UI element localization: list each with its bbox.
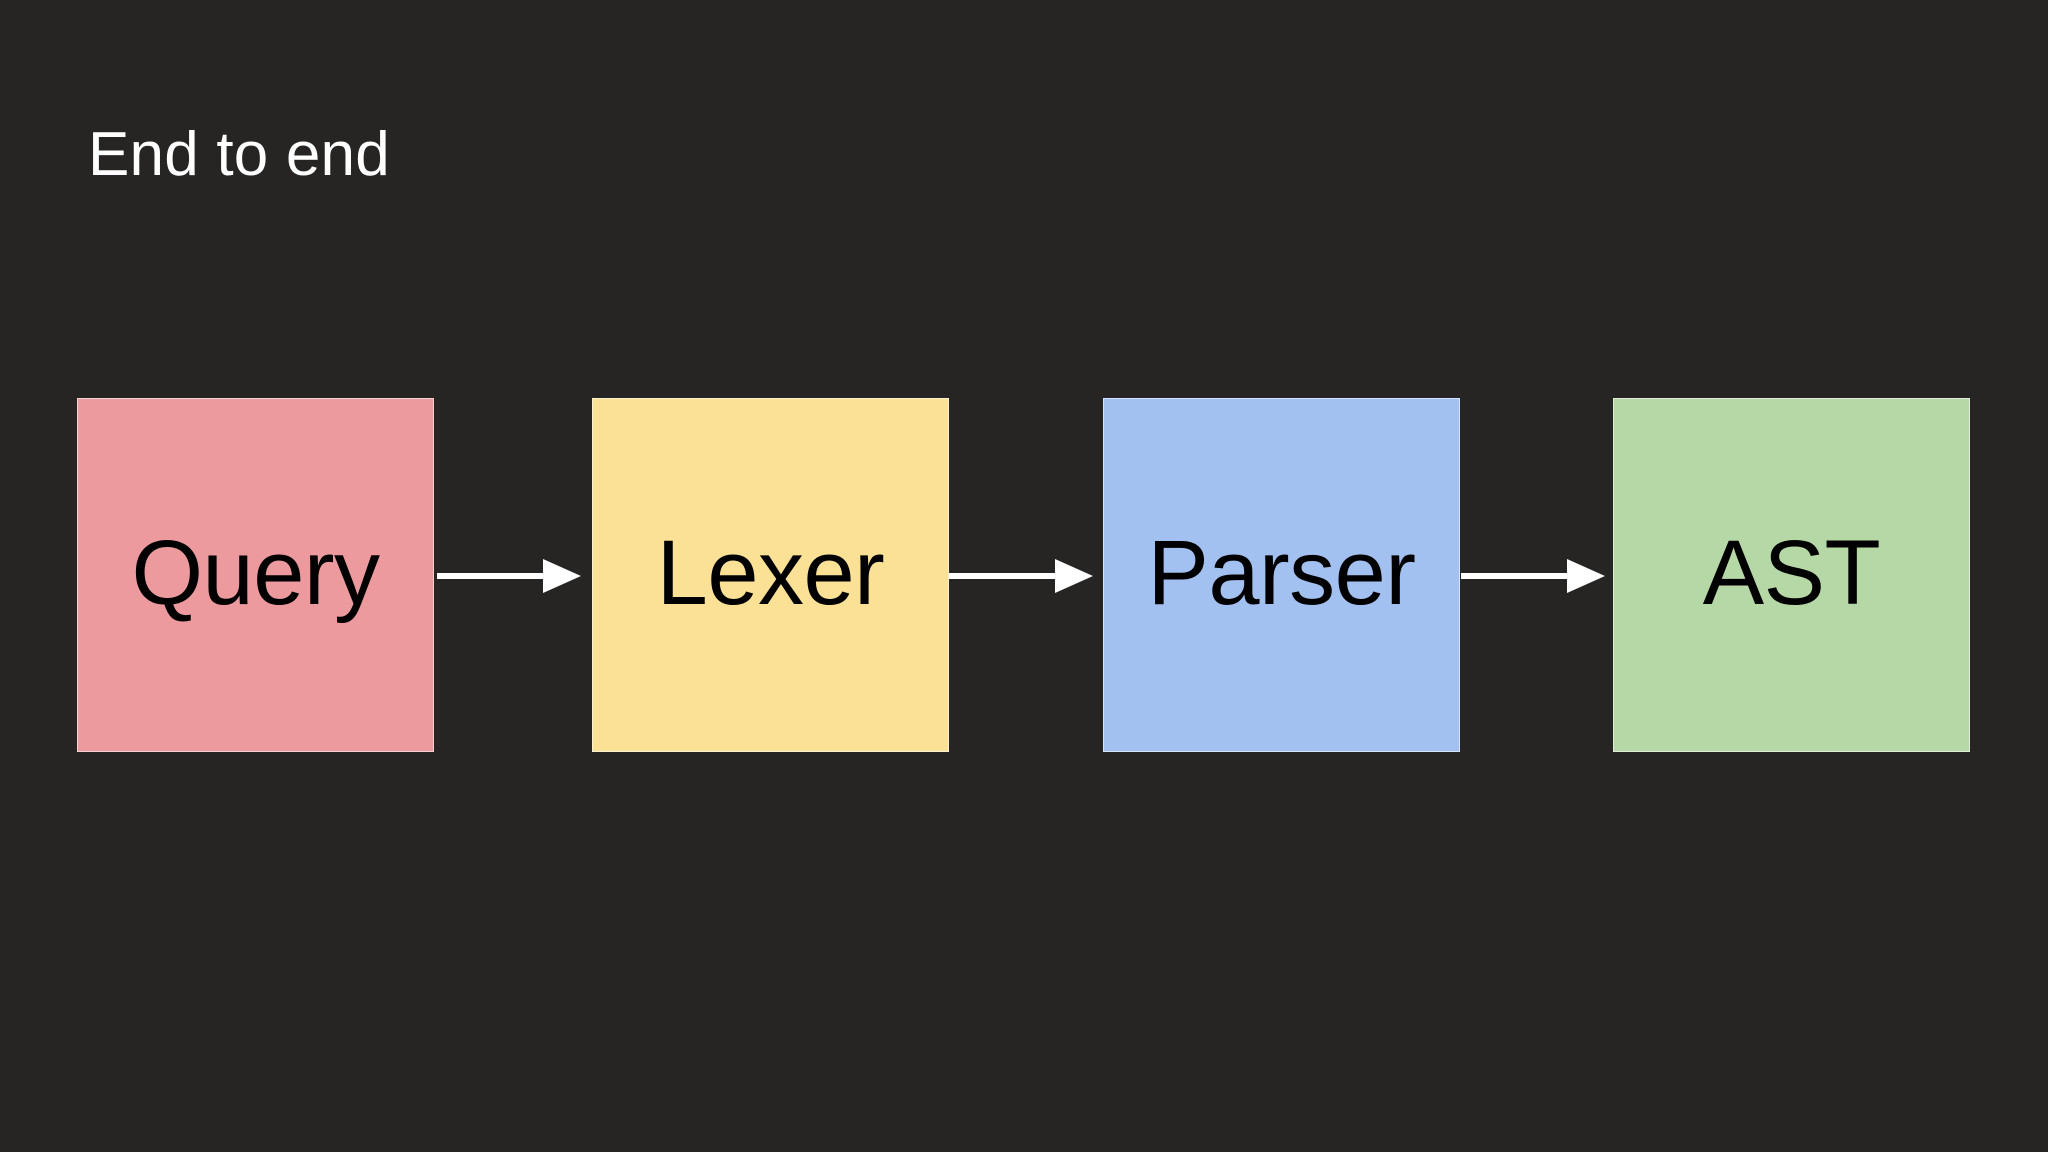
- diagram-arrow-parser-to-ast: [1461, 559, 1605, 593]
- page-title: End to end: [88, 120, 390, 189]
- diagram-arrow-query-to-lexer: [437, 559, 581, 593]
- diagram-node-query[interactable]: Query: [77, 398, 434, 752]
- diagram-node-ast[interactable]: AST: [1613, 398, 1970, 752]
- diagram-arrow-lexer-to-parser: [949, 559, 1093, 593]
- diagram-node-lexer[interactable]: Lexer: [592, 398, 949, 752]
- arrow-right-icon: [1461, 559, 1605, 593]
- diagram-node-parser[interactable]: Parser: [1103, 398, 1460, 752]
- arrow-right-icon: [949, 559, 1093, 593]
- arrow-right-icon: [437, 559, 581, 593]
- diagram-node-label: Query: [131, 522, 380, 624]
- diagram-node-label: Parser: [1147, 522, 1416, 624]
- diagram-node-label: AST: [1702, 522, 1881, 624]
- diagram-node-label: Lexer: [656, 522, 885, 624]
